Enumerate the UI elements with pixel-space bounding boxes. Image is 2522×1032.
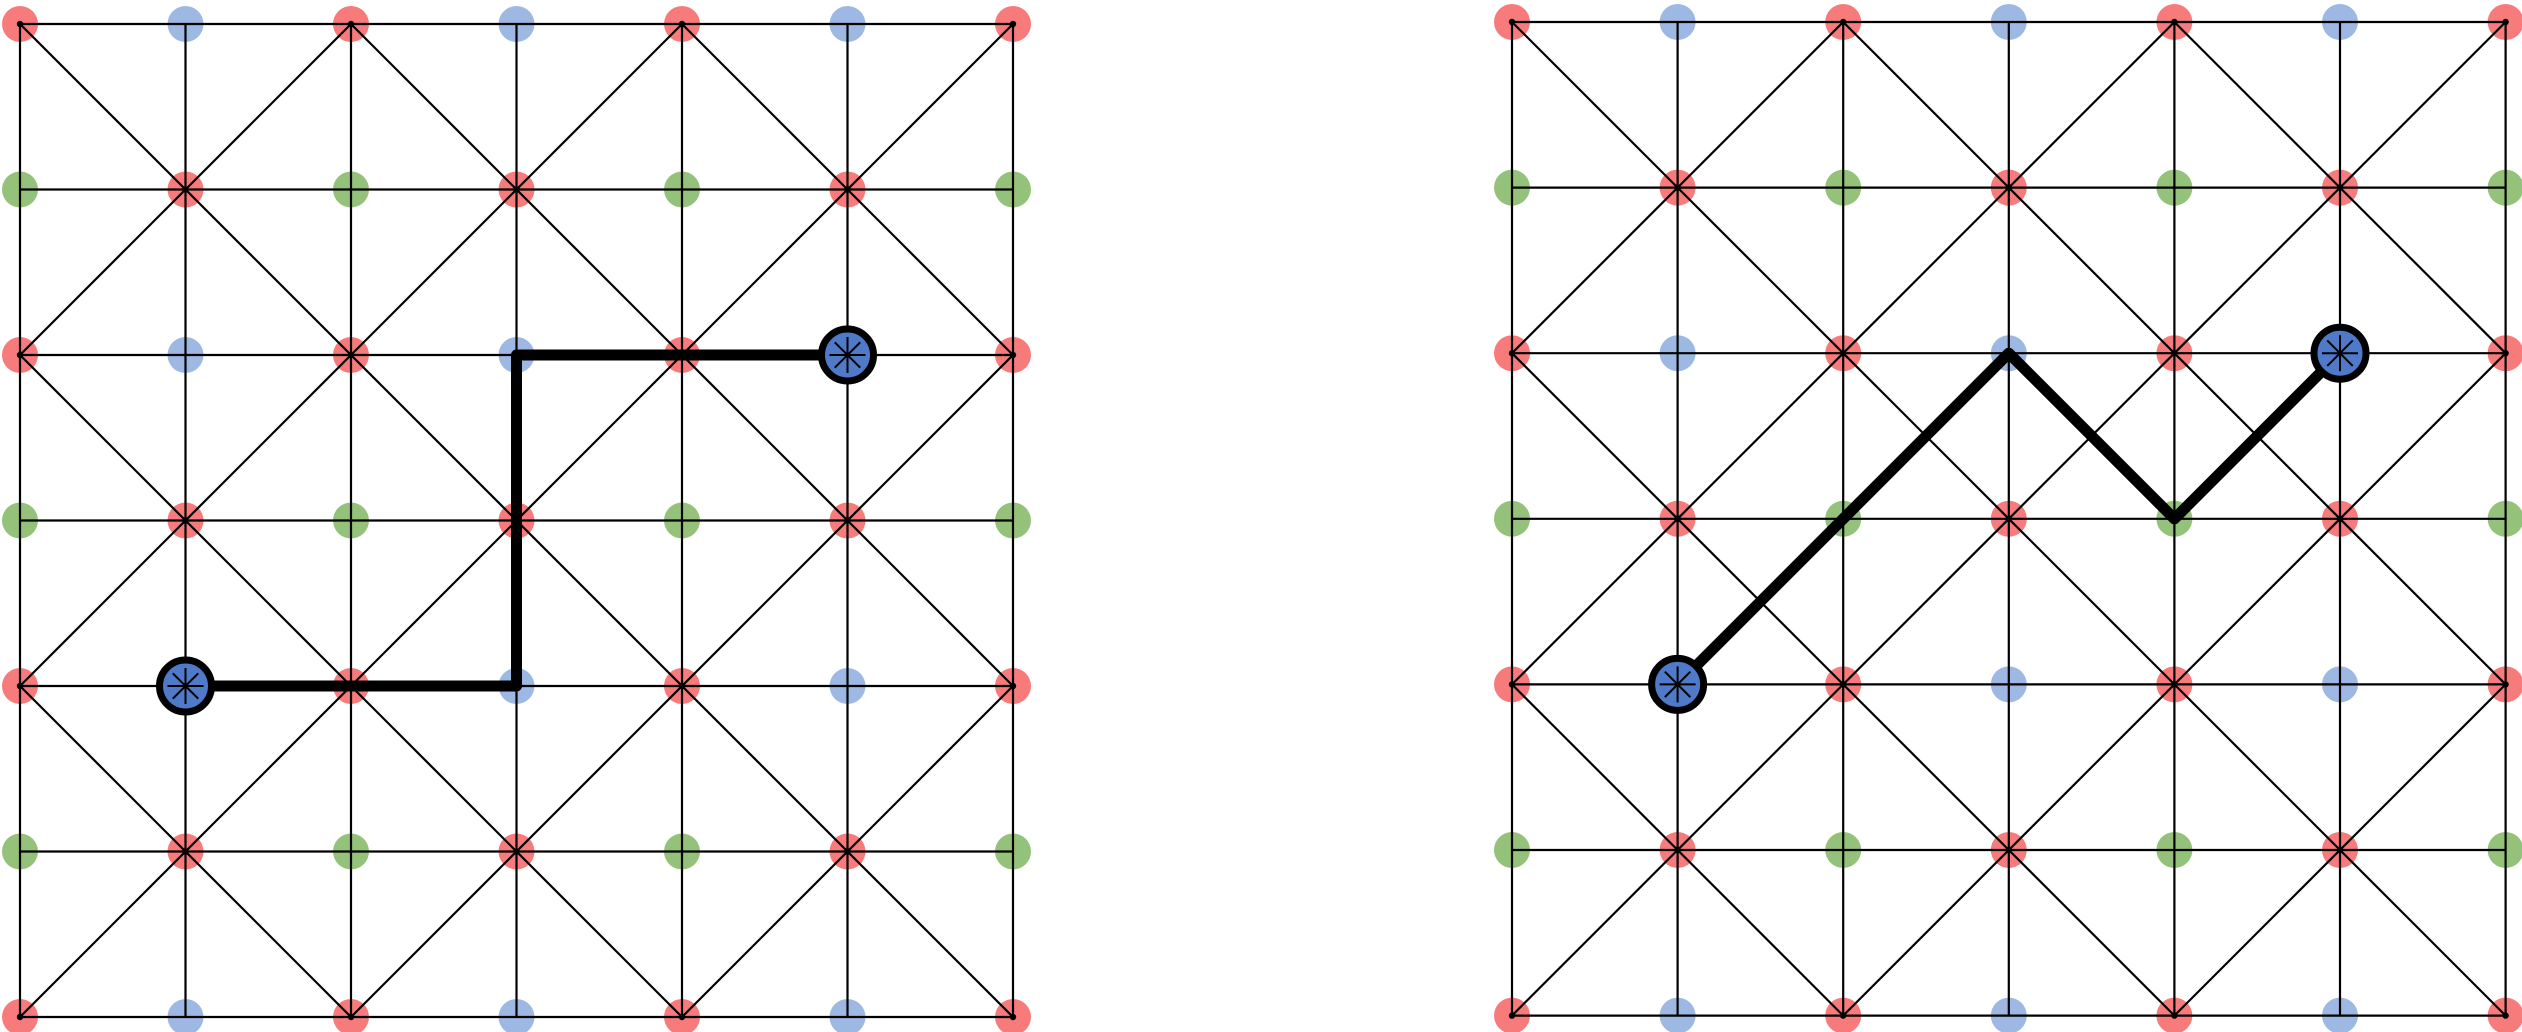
- grid-line-diagonal: [2008, 21, 2176, 189]
- lattice-edges: [1510, 20, 2507, 1017]
- grid-line-diagonal: [1511, 849, 1679, 1017]
- grid-line-diagonal: [2173, 849, 2341, 1017]
- grid-line-diagonal: [1511, 186, 1679, 354]
- grid-line-diagonal: [846, 850, 1014, 1018]
- grid-line-diagonal: [515, 188, 683, 356]
- grid-line-diagonal: [846, 354, 1014, 522]
- grid-line-diagonal: [2339, 518, 2507, 686]
- highlighted-node-spoke: [2326, 339, 2354, 367]
- grid-line-diagonal: [1842, 849, 2010, 1017]
- grid-line-diagonal: [2008, 518, 2176, 686]
- grid-line-diagonal: [2008, 186, 2176, 354]
- grid-line-diagonal: [2339, 352, 2507, 520]
- grid-line-diagonal: [1676, 849, 1844, 1017]
- highlighted-node-spoke: [1664, 670, 1692, 698]
- grid-line-diagonal: [515, 850, 683, 1018]
- grid-line-diagonal: [2008, 683, 2176, 851]
- grid-line-diagonal: [846, 188, 1014, 356]
- grid-line-diagonal: [19, 685, 187, 853]
- grid-line-diagonal: [1511, 518, 1679, 686]
- grid-line-diagonal: [184, 685, 352, 853]
- grid-line-diagonal: [846, 519, 1014, 687]
- highlighted-node-spoke: [834, 341, 861, 369]
- grid-line-diagonal: [1842, 186, 2010, 354]
- grid-line-diagonal: [350, 23, 518, 191]
- grid-line-diagonal: [2339, 21, 2507, 189]
- grid-line-diagonal: [350, 188, 518, 356]
- grid-line-diagonal: [1676, 352, 1844, 520]
- grid-line-diagonal: [2339, 186, 2507, 354]
- grid-line-diagonal: [1676, 21, 1844, 189]
- grid-line-diagonal: [515, 685, 683, 853]
- grid-line-diagonal: [515, 23, 683, 191]
- grid-line-diagonal: [184, 850, 352, 1018]
- grid-line-diagonal: [2339, 683, 2507, 851]
- grid-line-diagonal: [19, 188, 187, 356]
- highlighted-node: [156, 656, 215, 716]
- grid-line-diagonal: [19, 354, 187, 522]
- highlighted-node: [2310, 323, 2370, 383]
- grid-line-diagonal: [350, 685, 518, 853]
- left-lattice-panel: [2, 6, 1031, 1032]
- grid-line-diagonal: [1676, 186, 1844, 354]
- grid-line-diagonal: [1676, 683, 1844, 851]
- highlighted-node: [1648, 654, 1708, 714]
- highlighted-node-spoke: [172, 672, 199, 700]
- grid-line-diagonal: [19, 23, 187, 191]
- grid-line-diagonal: [184, 519, 352, 687]
- grid-line-diagonal: [681, 685, 849, 853]
- grid-line-diagonal: [2173, 683, 2341, 851]
- grid-line-diagonal: [1842, 683, 2010, 851]
- grid-line-diagonal: [350, 354, 518, 522]
- grid-line-diagonal: [2173, 518, 2341, 686]
- grid-line-diagonal: [846, 685, 1014, 853]
- grid-line-diagonal: [681, 23, 849, 191]
- grid-line-diagonal: [681, 519, 849, 687]
- grid-line-diagonal: [1511, 352, 1679, 520]
- grid-line-diagonal: [2339, 849, 2507, 1017]
- grid-line-diagonal: [1842, 21, 2010, 189]
- grid-line-diagonal: [184, 354, 352, 522]
- grid-line-diagonal: [681, 850, 849, 1018]
- grid-line-diagonal: [681, 188, 849, 356]
- right-lattice-panel: [1494, 4, 2522, 1032]
- grid-line-diagonal: [1511, 21, 1679, 189]
- grid-line-diagonal: [515, 519, 683, 687]
- highlighted-path: [180, 349, 853, 692]
- grid-line-diagonal: [184, 23, 352, 191]
- grid-line-diagonal: [846, 23, 1014, 191]
- grid-line-diagonal: [350, 519, 518, 687]
- grid-line-diagonal: [1511, 683, 1679, 851]
- grid-line-diagonal: [2008, 849, 2176, 1017]
- grid-line-diagonal: [350, 850, 518, 1018]
- grid-line-diagonal: [2173, 186, 2341, 354]
- grid-line-diagonal: [2173, 21, 2341, 189]
- grid-line-diagonal: [681, 354, 849, 522]
- highlighted-node: [818, 325, 877, 385]
- grid-line-diagonal: [515, 354, 683, 522]
- grid-line-diagonal: [1842, 518, 2010, 686]
- highlighted-path: [1672, 347, 2346, 690]
- grid-line-diagonal: [184, 188, 352, 356]
- grid-line-diagonal: [19, 850, 187, 1018]
- grid-line-diagonal: [19, 519, 187, 687]
